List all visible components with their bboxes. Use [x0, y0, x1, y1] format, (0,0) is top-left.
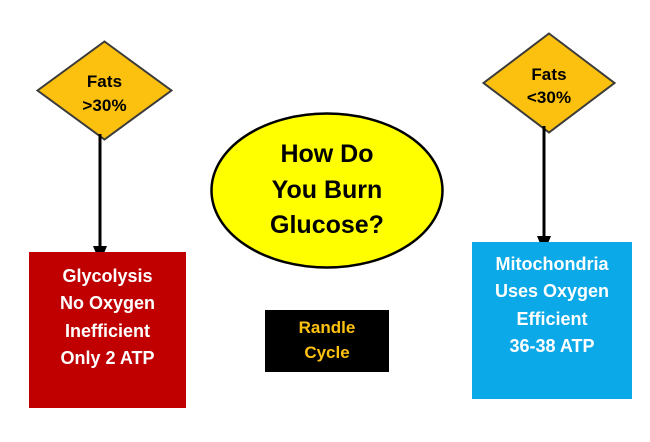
mitochondria-line-3: Efficient [516, 308, 588, 329]
diamond-shape-icon [482, 32, 616, 134]
glycolysis-line-2: No Oxygen [59, 293, 156, 314]
connector-fats-low-to-mitochondria [537, 126, 551, 253]
randle-line-2: Cycle [304, 343, 350, 362]
node-fats-low[interactable]: Fats <30% [482, 32, 616, 134]
randle-line-1: Randle [298, 318, 356, 338]
mitochondria-line-2: Uses Oxygen [494, 281, 610, 302]
glycolysis-line-1: Glycolysis [62, 266, 153, 286]
connector-fats-high-to-glycolysis [93, 134, 107, 263]
node-center-question[interactable]: How Do You Burn Glucose? [210, 112, 444, 269]
node-glycolysis[interactable]: Glycolysis No Oxygen Inefficient Only 2 … [29, 252, 186, 408]
diamond-shape-icon [36, 40, 173, 141]
node-randle-cycle[interactable]: Randle Cycle [265, 310, 389, 372]
node-mitochondria[interactable]: Mitochondria Uses Oxygen Efficient 36-38… [472, 242, 632, 399]
glycolysis-line-3: Inefficient [64, 320, 150, 341]
mitochondria-line-4: 36-38 ATP [509, 336, 595, 357]
mitochondria-line-1: Mitochondria [495, 254, 609, 274]
ellipse-shape-icon [210, 112, 444, 269]
node-fats-high[interactable]: Fats >30% [36, 40, 173, 141]
glycolysis-line-4: Only 2 ATP [60, 348, 155, 369]
